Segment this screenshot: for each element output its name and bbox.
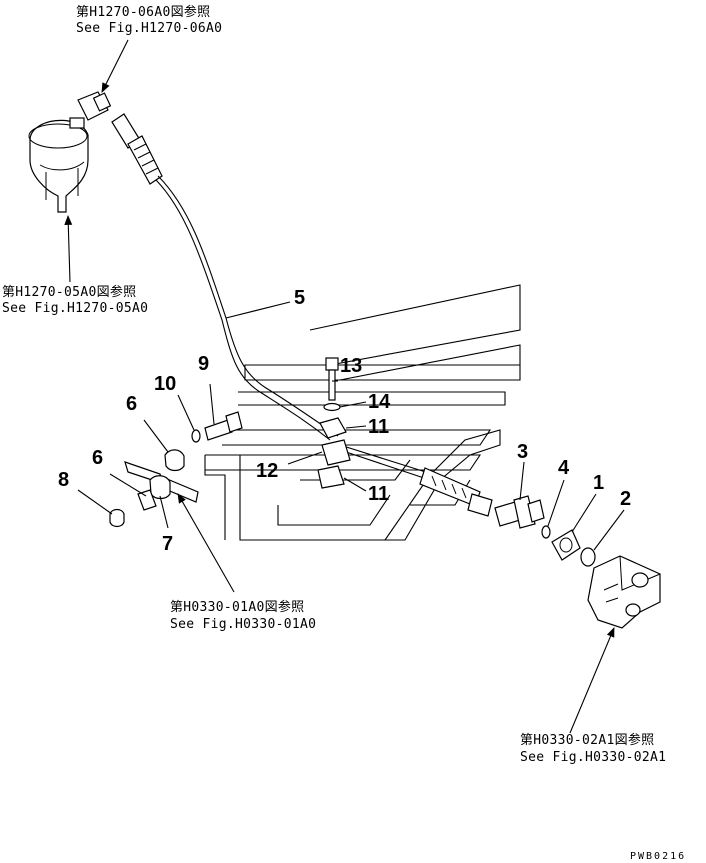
part-number-7: 7 <box>162 533 173 555</box>
part-number-5: 5 <box>294 287 305 309</box>
drawing-code: PWB0216 <box>630 851 686 862</box>
ref-top-jp: 第H1270-06A0図参照 <box>76 4 210 20</box>
part-number-8: 8 <box>58 469 69 491</box>
ref-left-en: See Fig.H1270-05A0 <box>2 301 148 316</box>
part-number-4: 4 <box>558 457 570 479</box>
fitting-3 <box>494 495 545 529</box>
part-number-2: 2 <box>620 488 631 510</box>
tube-7 <box>109 461 199 528</box>
part-number-10: 10 <box>154 373 176 395</box>
o-ring-2 <box>580 547 596 567</box>
part-number-14: 14 <box>368 391 391 413</box>
bolt-13 <box>323 357 341 412</box>
part-number-11-lower: 11 <box>368 483 389 505</box>
leader-lines <box>77 301 625 551</box>
part-number-13: 13 <box>340 355 362 377</box>
flange-1 <box>551 529 581 561</box>
connector-9 <box>191 411 243 443</box>
arrow-middle-ref <box>177 493 235 593</box>
hose-clamp-6-upper <box>164 449 185 472</box>
ref-bottom-en: See Fig.H0330-02A1 <box>520 750 666 765</box>
arrow-bottom-ref <box>569 627 615 734</box>
part-number-6-lower: 6 <box>92 447 103 469</box>
hose-assembly <box>111 113 493 517</box>
part-number-11-upper: 11 <box>368 416 389 438</box>
arrow-left-ref <box>64 215 73 283</box>
clamp-assembly <box>317 417 351 489</box>
part-number-9: 9 <box>198 353 209 375</box>
fuel-filter <box>28 117 89 213</box>
ref-middle-jp: 第H0330-01A0図参照 <box>170 599 304 615</box>
elbow-fitting <box>77 91 112 121</box>
part-number-12: 12 <box>256 460 278 482</box>
pump-body <box>587 555 661 629</box>
part-number-3: 3 <box>517 441 528 463</box>
ref-left-jp: 第H1270-05A0図参照 <box>2 284 136 300</box>
part-number-1: 1 <box>593 472 604 494</box>
part-number-6-upper: 6 <box>126 393 137 415</box>
ref-top-en: See Fig.H1270-06A0 <box>76 21 222 36</box>
ref-middle-en: See Fig.H0330-01A0 <box>170 617 316 632</box>
arrow-top-ref <box>101 39 129 93</box>
o-ring-4 <box>541 525 551 539</box>
ref-bottom-jp: 第H0330-02A1図参照 <box>520 732 654 748</box>
